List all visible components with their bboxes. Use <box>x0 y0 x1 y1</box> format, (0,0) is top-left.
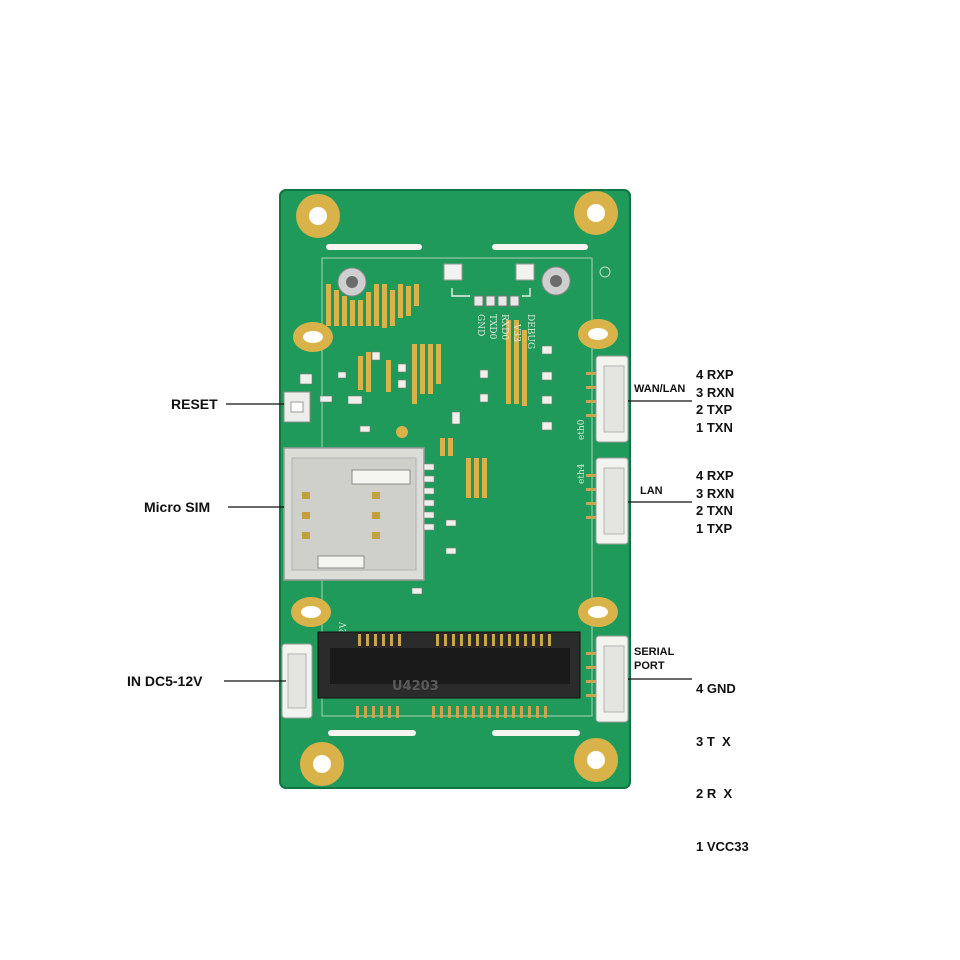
smd-components <box>299 345 553 595</box>
silk-gnd: GND <box>475 314 485 336</box>
oval-pad-lower-left <box>291 597 331 627</box>
slot-pins-top <box>358 634 551 646</box>
debug-silkscreen: GND TXD0 RXD0 V33 DEBUG <box>475 314 535 349</box>
pinout-line: 4 RXP <box>696 468 734 483</box>
serial-pinout: 4 GND 3 T X 2 R X 1 VCC33 <box>696 645 749 873</box>
standoff-left <box>337 267 367 297</box>
slot-marking: U4203 <box>392 679 439 694</box>
lan-pinout: 4 RXP 3 RXN 2 TXN 1 TXP <box>696 467 734 537</box>
silk-txd0: TXD0 <box>487 314 497 340</box>
silk-eth0: eth0 <box>577 419 587 440</box>
debug-header <box>443 263 535 307</box>
mount-hole-top-left <box>296 194 340 238</box>
pinout-line: 2 TXN <box>696 503 733 518</box>
silk-eth4: eth4 <box>577 463 587 484</box>
mount-hole-bottom-left <box>300 742 344 786</box>
reset-button-part <box>283 391 311 423</box>
top-slot-left <box>326 244 422 250</box>
oval-pad-lower-right <box>578 597 618 627</box>
pinout-line: 1 VCC33 <box>696 838 749 854</box>
pinout-line: 1 TXN <box>696 419 733 435</box>
mount-hole-bottom-right <box>574 738 618 782</box>
bottom-slot-right <box>492 730 580 736</box>
lan-label: LAN <box>640 485 663 497</box>
pinout-line: 2 R X <box>696 786 733 801</box>
micro-sim-holder <box>283 447 435 581</box>
serial-connector <box>586 635 629 723</box>
power-in-label: IN DC5-12V <box>127 673 203 689</box>
via-pad <box>396 426 408 438</box>
silk-rxd0: RXD0 <box>499 314 509 340</box>
micro-sim-label: Micro SIM <box>144 499 211 515</box>
reset-label: RESET <box>171 396 218 412</box>
pinout-line: 3 T X <box>696 733 731 749</box>
serial-label-line2: PORT <box>634 660 665 672</box>
test-point <box>599 266 611 278</box>
pinout-line: 2 TXP <box>696 402 733 417</box>
wan-lan-pinout: 4 RXP 3 RXN 2 TXP 1 TXN <box>696 366 734 436</box>
standoff-right <box>541 266 571 296</box>
silk-v33: V33 <box>511 323 521 342</box>
oval-pad-upper-left <box>293 322 333 352</box>
mount-hole-top-right <box>574 191 618 235</box>
pinout-line: 3 RXN <box>696 384 735 400</box>
wan-lan-connector <box>586 355 629 443</box>
silk-debug: DEBUG <box>525 314 535 349</box>
mini-pcie-slot: U4203 <box>317 631 581 718</box>
gold-pads-middle <box>358 320 527 498</box>
lan-connector <box>586 457 629 545</box>
silk-12v: 12V <box>339 622 349 640</box>
serial-label-line1: SERIAL <box>634 646 675 658</box>
top-slot-right <box>492 244 588 250</box>
pinout-line: 4 GND <box>696 681 736 696</box>
pinout-line: 1 TXP <box>696 520 733 536</box>
wan-lan-label: WAN/LAN <box>634 383 686 395</box>
gold-pads-top-left <box>326 284 419 328</box>
pinout-line: 4 RXP <box>696 367 734 382</box>
slot-pins-bottom <box>356 706 547 718</box>
pinout-line: 3 RXN <box>696 485 735 501</box>
power-connector <box>281 643 313 719</box>
oval-pad-upper-right <box>578 319 618 349</box>
bottom-slot-left <box>328 730 416 736</box>
